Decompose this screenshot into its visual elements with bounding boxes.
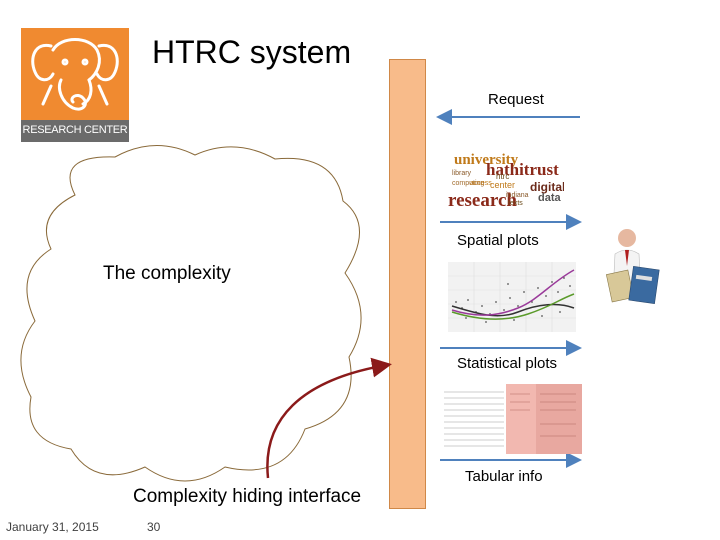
request-label: Request	[488, 91, 544, 108]
word-cloud-word: center	[490, 180, 516, 190]
word-cloud-word: htrc	[496, 172, 510, 181]
word-cloud-word: texts	[508, 200, 523, 207]
word-cloud-word: indiana	[506, 192, 529, 199]
slide-title: HTRC system	[152, 34, 352, 70]
tabular-label: Tabular info	[465, 468, 543, 485]
word-cloud-word: access	[470, 180, 492, 187]
statistical-label: Statistical plots	[457, 355, 558, 372]
spatial-plot-image	[448, 262, 576, 332]
spatial-label: Spatial plots	[457, 232, 539, 249]
logo-text-band: RESEARCH CENTER	[21, 120, 129, 142]
interface-bar	[389, 59, 426, 509]
word-cloud-word: hathitrust	[486, 160, 559, 179]
cloud-label: The complexity	[103, 263, 231, 284]
complexity-cloud	[20, 145, 362, 482]
word-cloud-word: university	[454, 152, 519, 168]
interface-label: Complexity hiding interface	[133, 486, 362, 507]
tabular-info-image	[442, 384, 582, 454]
word-cloud-word: digital	[530, 180, 564, 194]
person-photo	[605, 224, 661, 308]
elephant-icon	[31, 38, 119, 111]
word-cloud-word: research	[448, 190, 517, 211]
logo-text: RESEARCH CENTER	[22, 124, 128, 136]
word-cloud-word: data	[538, 192, 561, 204]
word-cloud-word: library	[452, 170, 472, 177]
word-cloud-image: university hathitrust research digital d…	[446, 150, 564, 218]
footer-date: January 31, 2015	[6, 520, 99, 534]
word-cloud-word: computing	[452, 180, 485, 187]
footer-page-number: 30	[147, 520, 161, 534]
htrc-logo: RESEARCH CENTER	[21, 28, 129, 142]
